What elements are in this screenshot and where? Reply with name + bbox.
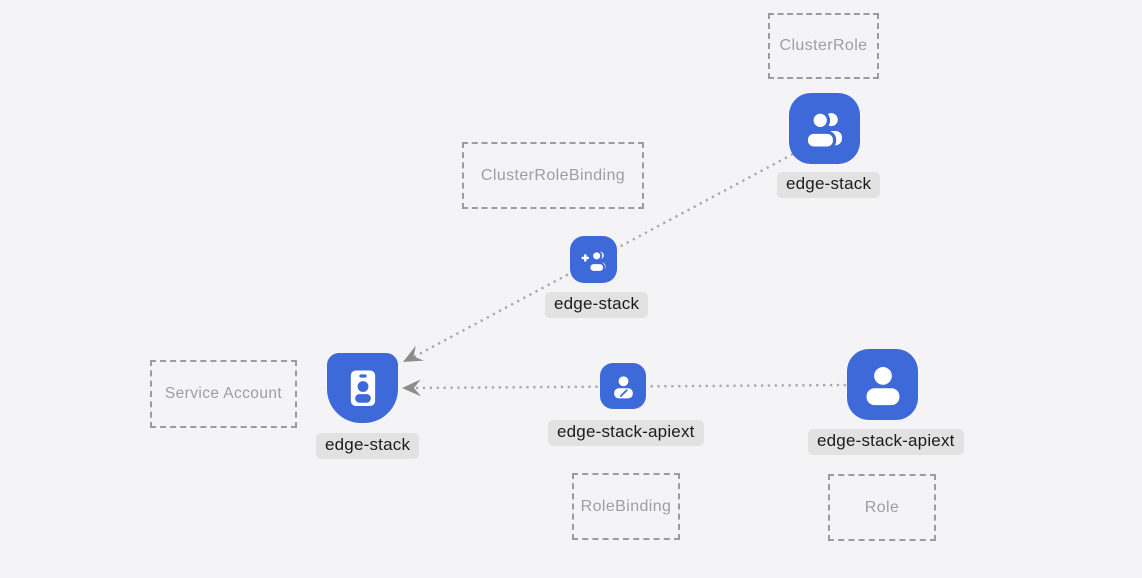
person-edit-icon <box>607 370 640 403</box>
dashed-box-label: Service Account <box>164 385 283 402</box>
role-node <box>847 349 918 420</box>
clusterrolebinding-node <box>570 236 617 283</box>
id-badge-icon <box>337 362 389 414</box>
clusterrole-node <box>789 93 860 164</box>
dashed-box-rolebinding: RoleBinding <box>572 473 680 540</box>
serviceaccount-node <box>327 353 398 423</box>
dashed-box-label: ClusterRole <box>779 37 868 54</box>
node-label-rolebinding: edge-stack-apiext <box>548 420 704 446</box>
dashed-box-clusterrolebinding: ClusterRoleBinding <box>462 142 644 209</box>
dashed-box-label: RoleBinding <box>580 497 672 515</box>
node-label-clusterrole: edge-stack <box>777 172 881 198</box>
rolebinding-node <box>600 363 646 409</box>
dashed-box-clusterrole: ClusterRole <box>768 13 879 79</box>
node-label-serviceaccount: edge-stack <box>316 433 420 459</box>
arrowhead-icon <box>402 379 422 397</box>
dashed-box-label: Role <box>864 498 900 516</box>
person-add-icon <box>577 243 611 277</box>
person-icon <box>857 359 909 411</box>
node-label-role: edge-stack-apiext <box>808 429 964 455</box>
dashed-box-label: ClusterRoleBinding <box>480 166 626 184</box>
people-icon <box>799 103 851 155</box>
dashed-box-serviceaccount: Service Account <box>150 360 297 428</box>
arrowhead-icon <box>403 345 424 362</box>
dashed-box-role: Role <box>828 474 936 541</box>
node-label-clusterrolebinding: edge-stack <box>545 292 649 318</box>
